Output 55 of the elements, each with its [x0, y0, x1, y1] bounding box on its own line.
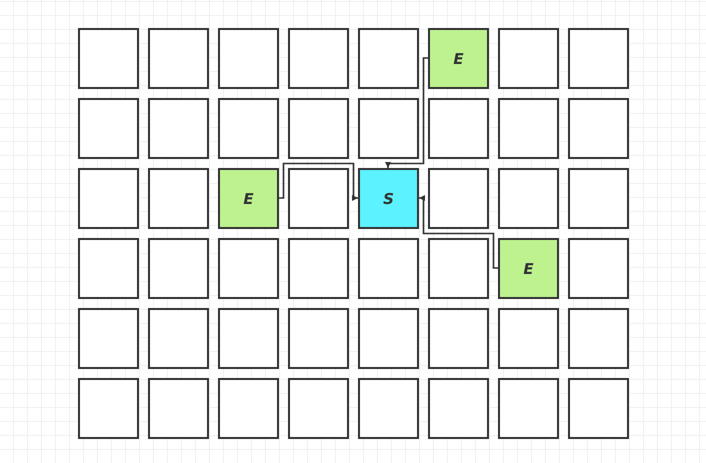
grid-square	[288, 308, 349, 369]
grid-square	[218, 98, 279, 159]
grid-square	[78, 98, 139, 159]
grid-square	[288, 238, 349, 299]
grid-square	[428, 98, 489, 159]
arrow	[279, 162, 358, 201]
grid-square	[358, 378, 419, 439]
grid-square	[78, 28, 139, 89]
grid-square	[568, 168, 629, 229]
grid-square	[358, 28, 419, 89]
labeled-square	[358, 168, 419, 229]
grid-square	[218, 308, 279, 369]
grid-square	[218, 378, 279, 439]
labeled-square	[428, 28, 489, 89]
arrow	[385, 57, 428, 168]
cell-letter: S	[383, 190, 394, 208]
cell-letter: E	[453, 50, 464, 68]
grid-square	[78, 168, 139, 229]
grid-square	[358, 238, 419, 299]
grid-square	[78, 378, 139, 439]
grid-square	[288, 28, 349, 89]
grid-square	[568, 98, 629, 159]
grid-square	[498, 28, 559, 89]
grid-square	[148, 238, 209, 299]
grid-square	[78, 308, 139, 369]
grid-square	[288, 98, 349, 159]
grid-square	[568, 238, 629, 299]
grid-square	[218, 28, 279, 89]
grid-square	[358, 308, 419, 369]
grid-square	[358, 98, 419, 159]
grid-square	[568, 378, 629, 439]
grid-square	[148, 378, 209, 439]
grid-square	[428, 308, 489, 369]
labeled-square	[498, 238, 559, 299]
grid-square	[568, 308, 629, 369]
grid-square	[218, 238, 279, 299]
grid-square	[78, 238, 139, 299]
grid-square	[498, 98, 559, 159]
cell-letter: E	[243, 190, 254, 208]
grid-square	[148, 168, 209, 229]
grid-square	[428, 238, 489, 299]
grid-square	[428, 168, 489, 229]
grid-square	[288, 168, 349, 229]
grid-square	[148, 308, 209, 369]
grid-square	[568, 28, 629, 89]
grid-square	[288, 378, 349, 439]
grid-square	[148, 28, 209, 89]
arrow	[419, 195, 498, 269]
labeled-square	[218, 168, 279, 229]
grid-square	[498, 378, 559, 439]
grid-square	[498, 168, 559, 229]
grid-square	[498, 308, 559, 369]
grid-square	[428, 378, 489, 439]
cell-letter: E	[523, 260, 534, 278]
grid-square	[148, 98, 209, 159]
